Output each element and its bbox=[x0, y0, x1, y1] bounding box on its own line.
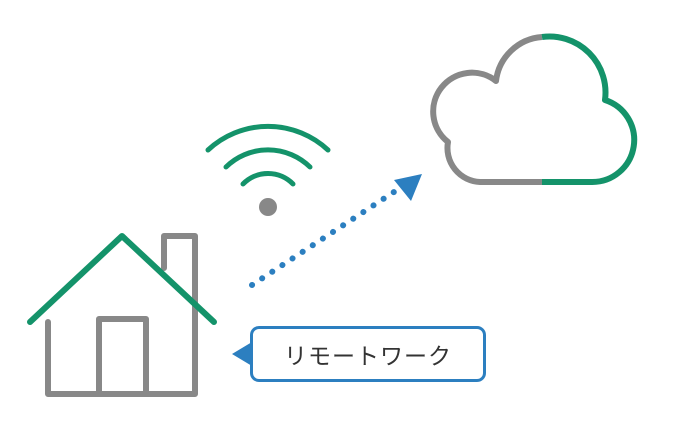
wifi-arc-middle bbox=[223, 147, 313, 170]
callout-box: リモートワーク bbox=[250, 326, 486, 382]
wifi-icon bbox=[205, 123, 331, 216]
wifi-dot bbox=[259, 198, 277, 216]
cloud-outline-gray bbox=[430, 34, 543, 185]
cloud-outline-green bbox=[541, 33, 638, 186]
arrow-head bbox=[394, 174, 422, 201]
callout-label: リモートワーク bbox=[284, 344, 452, 370]
house-walls bbox=[45, 295, 198, 397]
chimney bbox=[161, 233, 198, 301]
callout-pointer bbox=[232, 342, 252, 366]
wifi-arc-inner bbox=[240, 171, 296, 187]
dotted-arrow bbox=[249, 174, 422, 288]
house-roof bbox=[27, 233, 217, 325]
dotted-arrow-line bbox=[249, 187, 400, 288]
cloud-icon bbox=[430, 33, 638, 186]
house-icon bbox=[27, 233, 217, 397]
remote-work-callout: リモートワーク bbox=[232, 326, 490, 386]
wifi-arc-outer bbox=[205, 123, 331, 153]
house-door bbox=[96, 316, 149, 397]
